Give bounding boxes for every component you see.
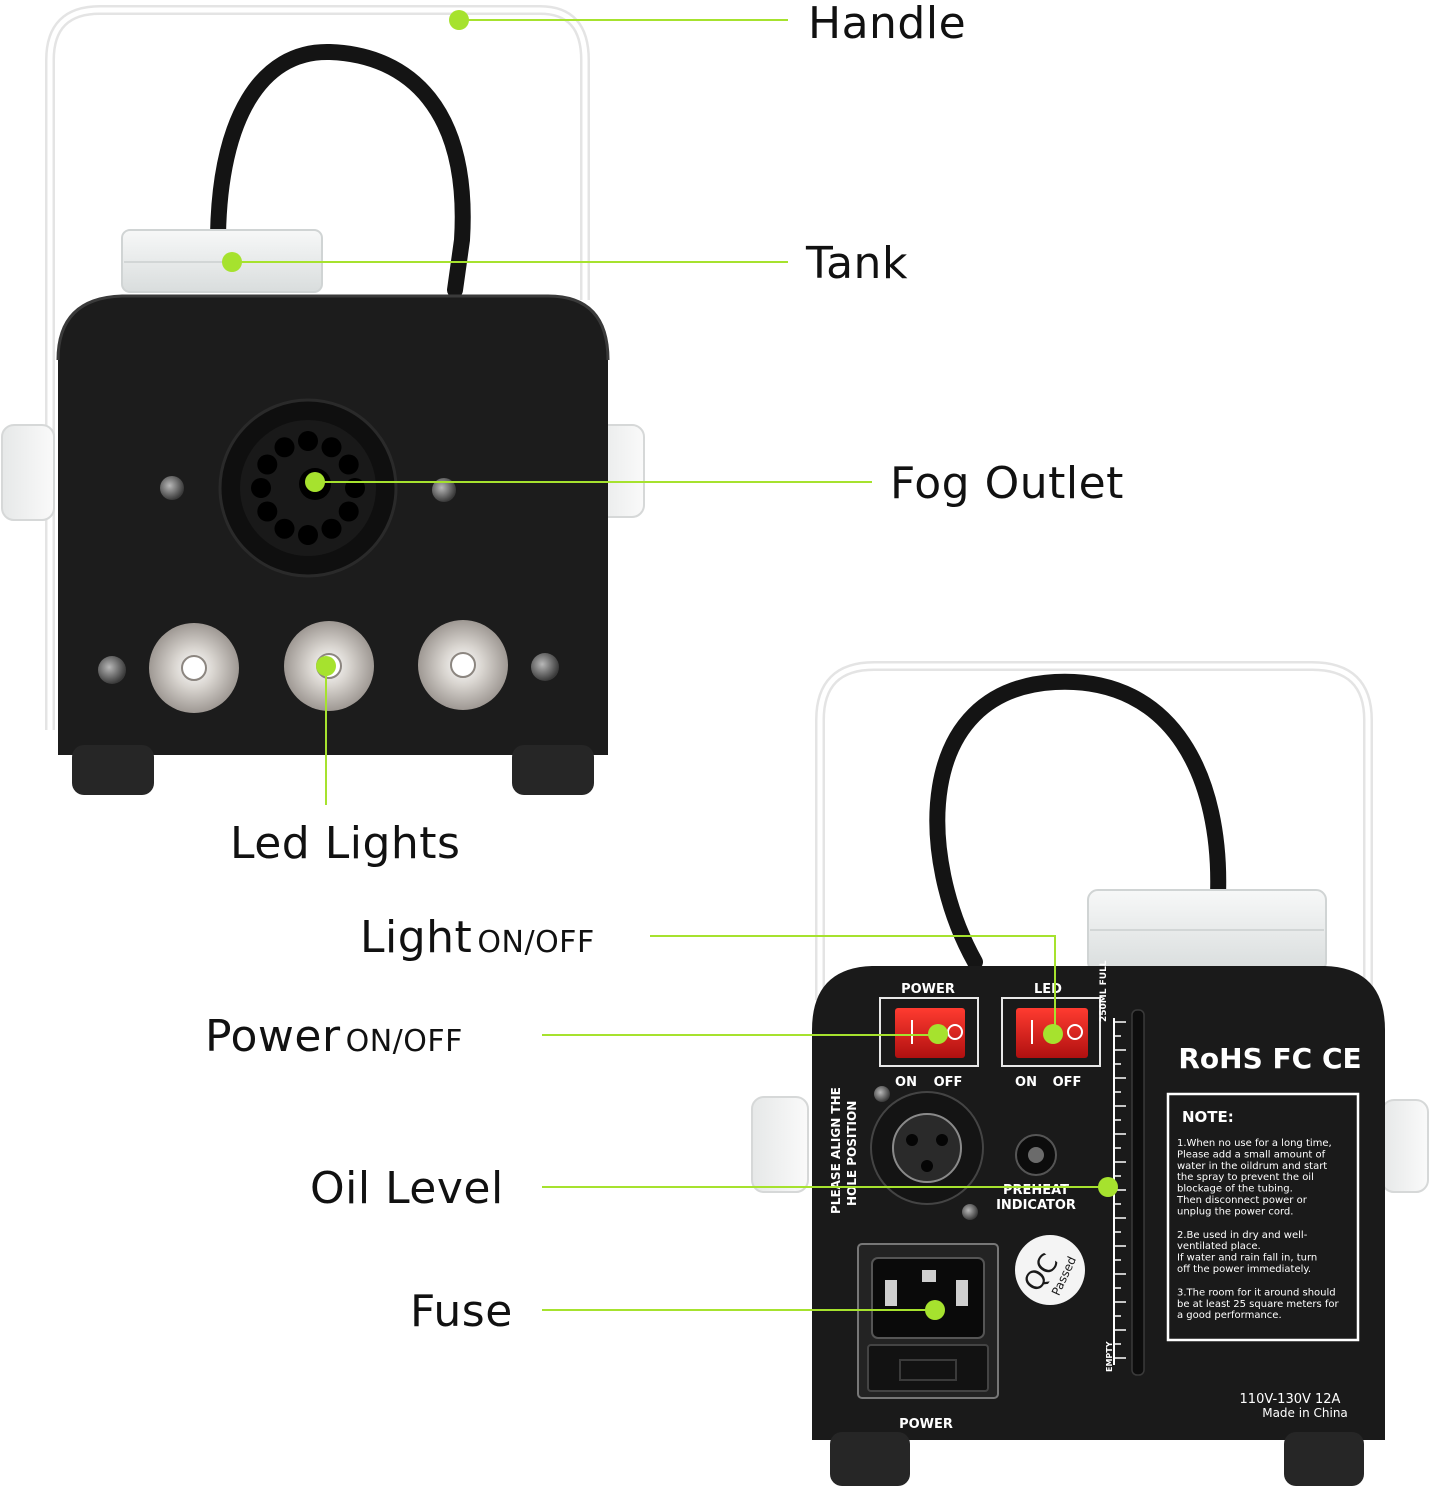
- screw-icon: [432, 478, 456, 502]
- align-note-line-1: PLEASE ALIGN THE: [829, 1087, 843, 1214]
- light-switch-callout: Light ON/OFF: [360, 916, 595, 960]
- oil-level-gauge: [1113, 1009, 1145, 1376]
- note-line: 2.Be used in dry and well-: [1177, 1230, 1308, 1241]
- note-line: the spray to prevent the oil: [1177, 1172, 1314, 1183]
- voltage-rating: 110V-130V 12A: [1240, 1392, 1341, 1407]
- note-line: off the power immediately.: [1177, 1264, 1311, 1275]
- gauge-full-label: 250ML FULL: [1099, 960, 1109, 1022]
- front-unit: [1, 5, 645, 795]
- fog-vent-hole: [257, 501, 278, 522]
- note-line: 1.When no use for a long time,: [1177, 1138, 1332, 1149]
- led-lights-label: Led Lights: [230, 818, 461, 869]
- indicator-label: INDICATOR: [996, 1198, 1076, 1213]
- tank-marker-dot: [222, 252, 242, 272]
- back-power-cable: [929, 673, 1227, 970]
- led-switch-on-label: ON: [1015, 1075, 1037, 1090]
- fuse-marker-dot: [925, 1300, 945, 1320]
- handle-callout: Handle: [808, 2, 966, 46]
- fog-vent-hole: [298, 525, 318, 545]
- power-switch-label: POWER: [901, 982, 955, 997]
- back-left-foot: [830, 1432, 910, 1486]
- tank-callout: Tank: [806, 242, 908, 286]
- note-line: blockage of the tubing.: [1177, 1184, 1293, 1195]
- made-in-label: Made in China: [1262, 1406, 1348, 1420]
- screw-icon: [874, 1086, 890, 1102]
- front-power-cable: [210, 43, 471, 298]
- note-line: unplug the power cord.: [1177, 1206, 1293, 1217]
- note-line: water in the oildrum and start: [1177, 1161, 1327, 1172]
- back-unit: POWER ON OFF LED ON OFF 250ML FULL EMPTY: [751, 661, 1429, 1486]
- fog-outlet-label: Fog Outlet: [890, 458, 1124, 509]
- dmx-port[interactable]: [870, 1091, 984, 1205]
- back-left-knob: [751, 1096, 809, 1193]
- led-switch-label: LED: [1034, 982, 1062, 997]
- back-right-foot: [1284, 1432, 1364, 1486]
- callout-lines: [232, 19, 1108, 1311]
- light-switch-label: Light: [360, 912, 473, 963]
- light-switch-leader-line: [650, 935, 1056, 1034]
- led-light-left: [149, 623, 239, 713]
- note-line: If water and rain fall in, turn: [1177, 1253, 1317, 1264]
- power-socket-fuse[interactable]: [857, 1243, 999, 1399]
- power-switch-callout-label: Power: [205, 1011, 341, 1062]
- callout-dots: [222, 10, 1118, 1320]
- note-line: ventilated place.: [1177, 1241, 1261, 1252]
- light-switch-sublabel: ON/OFF: [477, 925, 595, 960]
- fog-vent-hole: [321, 437, 342, 458]
- screw-icon: [160, 476, 184, 500]
- handle-marker-dot: [449, 10, 469, 30]
- screw-icon: [531, 653, 559, 681]
- screw-icon: [98, 656, 126, 684]
- oil-level-label: Oil Level: [310, 1163, 504, 1214]
- fuse-label: Fuse: [410, 1286, 513, 1337]
- power-switch-off-label: OFF: [934, 1075, 963, 1090]
- note-text-block: 1.When no use for a long time,Please add…: [1176, 1138, 1340, 1321]
- led-lights-marker-dot: [316, 656, 336, 676]
- fog-vent-hole: [298, 431, 318, 451]
- led-switch-off-label: OFF: [1053, 1075, 1082, 1090]
- note-line: Then disconnect power or: [1176, 1195, 1308, 1206]
- note-line: a good performance.: [1177, 1310, 1282, 1321]
- qc-passed-sticker: QC Passed: [1015, 1235, 1085, 1305]
- certification-logos: RoHS FC CE: [1178, 1042, 1361, 1075]
- align-note-line-2: HOLE POSITION: [845, 1101, 859, 1206]
- note-line: Please add a small amount of: [1177, 1149, 1326, 1160]
- led-lights-callout: Led Lights: [230, 822, 460, 866]
- power-socket-label: POWER: [899, 1417, 953, 1432]
- gauge-empty-label: EMPTY: [1105, 1341, 1114, 1372]
- fog-vent-hole: [274, 518, 295, 539]
- power-switch-marker-dot: [928, 1024, 948, 1044]
- preheat-label: PREHEAT: [1003, 1183, 1069, 1198]
- tank-label: Tank: [806, 238, 908, 289]
- fog-vent-hole: [274, 437, 295, 458]
- screw-icon: [962, 1204, 978, 1220]
- back-right-knob: [1381, 1099, 1429, 1193]
- light-switch-marker-dot: [1043, 1024, 1063, 1044]
- fog-vent-hole: [321, 518, 342, 539]
- fog-outlet-callout: Fog Outlet: [890, 462, 1124, 506]
- power-switch-on-label: ON: [895, 1075, 917, 1090]
- front-left-foot: [72, 745, 154, 795]
- front-left-knob: [1, 424, 55, 521]
- oil-level-marker-dot: [1098, 1177, 1118, 1197]
- note-title: NOTE:: [1182, 1108, 1234, 1126]
- power-switch-callout: Power ON/OFF: [205, 1015, 463, 1059]
- power-switch-sublabel: ON/OFF: [345, 1024, 463, 1059]
- led-light-right: [418, 620, 508, 710]
- oil-level-callout: Oil Level: [310, 1167, 504, 1211]
- note-line: 3.The room for it around should: [1177, 1287, 1336, 1298]
- fog-vent-hole: [257, 454, 278, 475]
- handle-label: Handle: [808, 0, 967, 49]
- note-box: [1166, 1092, 1360, 1342]
- note-line: be at least 25 square meters for: [1177, 1299, 1340, 1310]
- fog-vent-hole: [338, 501, 359, 522]
- fuse-callout: Fuse: [410, 1290, 513, 1334]
- fog-outlet-marker-dot: [305, 472, 325, 492]
- front-right-foot: [512, 745, 594, 795]
- fog-vent-hole: [338, 454, 359, 475]
- fog-vent-hole: [251, 478, 271, 498]
